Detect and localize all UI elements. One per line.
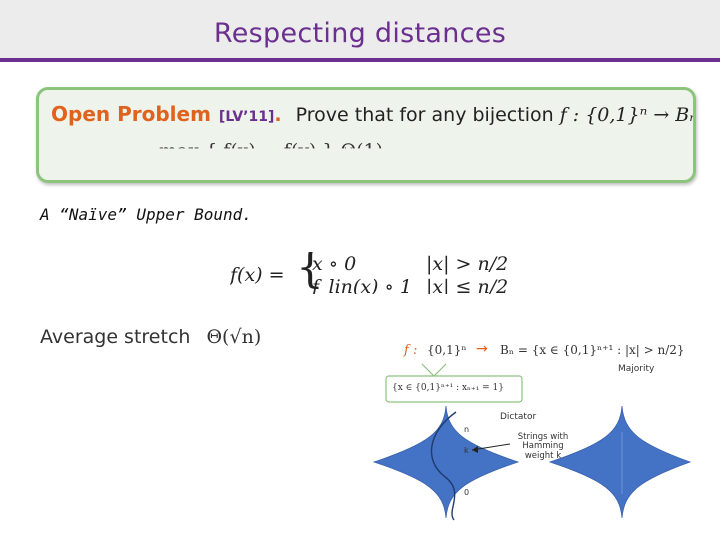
callout-pointer (421, 363, 447, 377)
title-bar: Respecting distances (0, 0, 720, 62)
slide-title: Respecting distances (213, 18, 507, 49)
map-f-symbol: f : (404, 343, 418, 358)
formula-brace: { (296, 252, 324, 293)
open-problem-cut-line: max { f(x) − f(y) } Θ(1) (159, 140, 384, 162)
stretch-label: Average stretch (40, 326, 191, 348)
formula-case-1: x ∘ 0 (312, 253, 357, 275)
naive-bound-heading: A “Naïve” Upper Bound. (40, 205, 252, 224)
open-problem-math: f : {0,1}ⁿ → Bₙ, (559, 104, 696, 126)
average-stretch: Average stretch Θ(√n) (40, 326, 261, 348)
map-arrow-icon: → (476, 341, 488, 357)
dictator-curve (430, 411, 457, 521)
axis-label-n: n (464, 425, 470, 434)
formula-lhs: f(x) = (230, 264, 285, 286)
formula-condition-1: |x| > n/2 (426, 253, 509, 275)
axis-label-k: k (464, 446, 469, 455)
diagram-shapes (372, 363, 692, 521)
map-domain: {0,1}ⁿ (427, 343, 467, 357)
majority-label: Majority (618, 364, 655, 374)
open-problem-citation: [LV’11] (218, 109, 275, 125)
callout-text: {x ∈ {0,1}ⁿ⁺¹ : xₙ₊₁ = 1} (392, 383, 504, 393)
axis-label-0: 0 (464, 488, 470, 497)
open-problem-statement: Prove that for any bijection (295, 104, 554, 126)
majority-shape (548, 405, 692, 519)
dictator-shape (372, 405, 520, 519)
map-codomain: Bₙ = {x ∈ {0,1}ⁿ⁺¹ : |x| > n/2} (500, 343, 685, 357)
open-problem-label: Open Problem (51, 102, 211, 126)
formula-condition-2: |x| ≤ n/2 (426, 276, 509, 294)
open-problem-box: Open Problem [LV’11]. Prove that for any … (36, 87, 696, 183)
stretch-value: Θ(√n) (206, 326, 261, 348)
formula-case-2: f_lin(x) ∘ 1 (312, 276, 412, 294)
open-problem-line: Open Problem [LV’11]. Prove that for any … (51, 102, 696, 126)
callout-box (385, 375, 523, 403)
hamming-arrow (471, 443, 511, 451)
stretch-root: √n (229, 326, 254, 348)
piecewise-formula: f(x) = { x ∘ 0 |x| > n/2 f_lin(x) ∘ 1 |x… (230, 252, 530, 294)
hamming-arrowhead (472, 446, 478, 453)
hamming-weight-label: Strings with Hamming weight k (517, 432, 569, 461)
dictator-label: Dictator (500, 412, 537, 422)
stretch-prefix: Θ( (206, 326, 230, 348)
bijection-diagram: f : {0,1}ⁿ → Bₙ = {x ∈ {0,1}ⁿ⁺¹ : |x| > … (372, 336, 692, 522)
open-problem-separator: . (274, 104, 282, 126)
stretch-suffix: ) (253, 326, 262, 348)
